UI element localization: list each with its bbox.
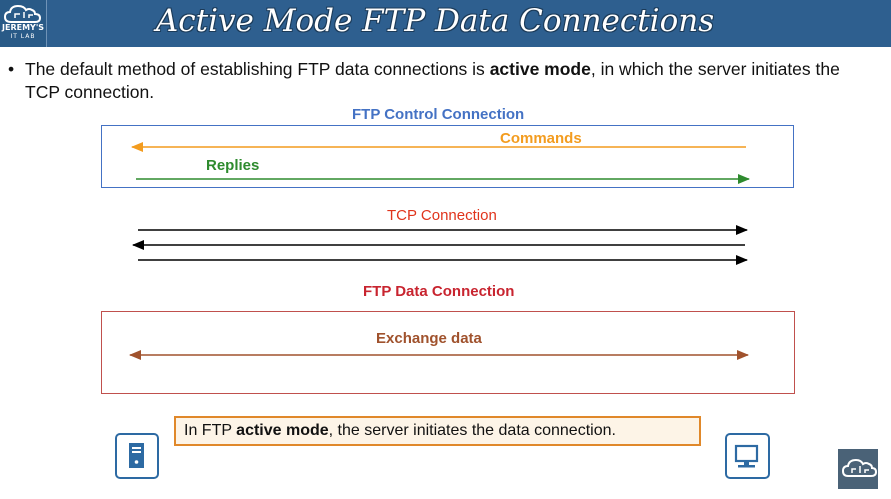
- client-pc-device: [725, 433, 770, 479]
- callout-pre: In FTP: [184, 422, 237, 439]
- logo-subtext: IT LAB: [10, 33, 36, 40]
- bullet-text-bold: active mode: [489, 59, 591, 79]
- bullet-text-post: , in which the server initiates the TCP …: [25, 59, 840, 102]
- logo-text: JEREMY'S: [2, 23, 45, 32]
- replies-label: Replies: [206, 157, 260, 174]
- corner-logo: [838, 449, 878, 489]
- pc-icon: [734, 444, 759, 468]
- data-connection-box: [101, 311, 795, 394]
- callout-post: , the server initiates the data connecti…: [328, 422, 616, 439]
- cloud-network-icon: [841, 458, 878, 477]
- title-bar: JEREMY'S IT LAB Active Mode FTP Data Con…: [0, 0, 891, 47]
- data-connection-title: FTP Data Connection: [363, 283, 515, 300]
- tcp-connection-title: TCP Connection: [387, 207, 497, 224]
- server-icon: [129, 443, 144, 468]
- control-connection-box: [101, 125, 794, 188]
- bullet-text-pre: The default method of establishing FTP d…: [25, 59, 490, 79]
- bullet-text: The default method of establishing FTP d…: [25, 58, 875, 104]
- slide-title: Active Mode FTP Data Connections: [155, 3, 715, 39]
- bullet-dot: •: [8, 59, 15, 79]
- exchange-data-label: Exchange data: [376, 330, 482, 347]
- logo: JEREMY'S IT LAB: [0, 0, 47, 47]
- control-connection-title: FTP Control Connection: [352, 106, 525, 123]
- server-device: [115, 433, 159, 479]
- callout-note: In FTP active mode, the server initiates…: [174, 416, 701, 446]
- commands-label: Commands: [500, 130, 582, 147]
- cloud-network-icon: [3, 4, 42, 23]
- callout-bold: active mode: [236, 422, 329, 439]
